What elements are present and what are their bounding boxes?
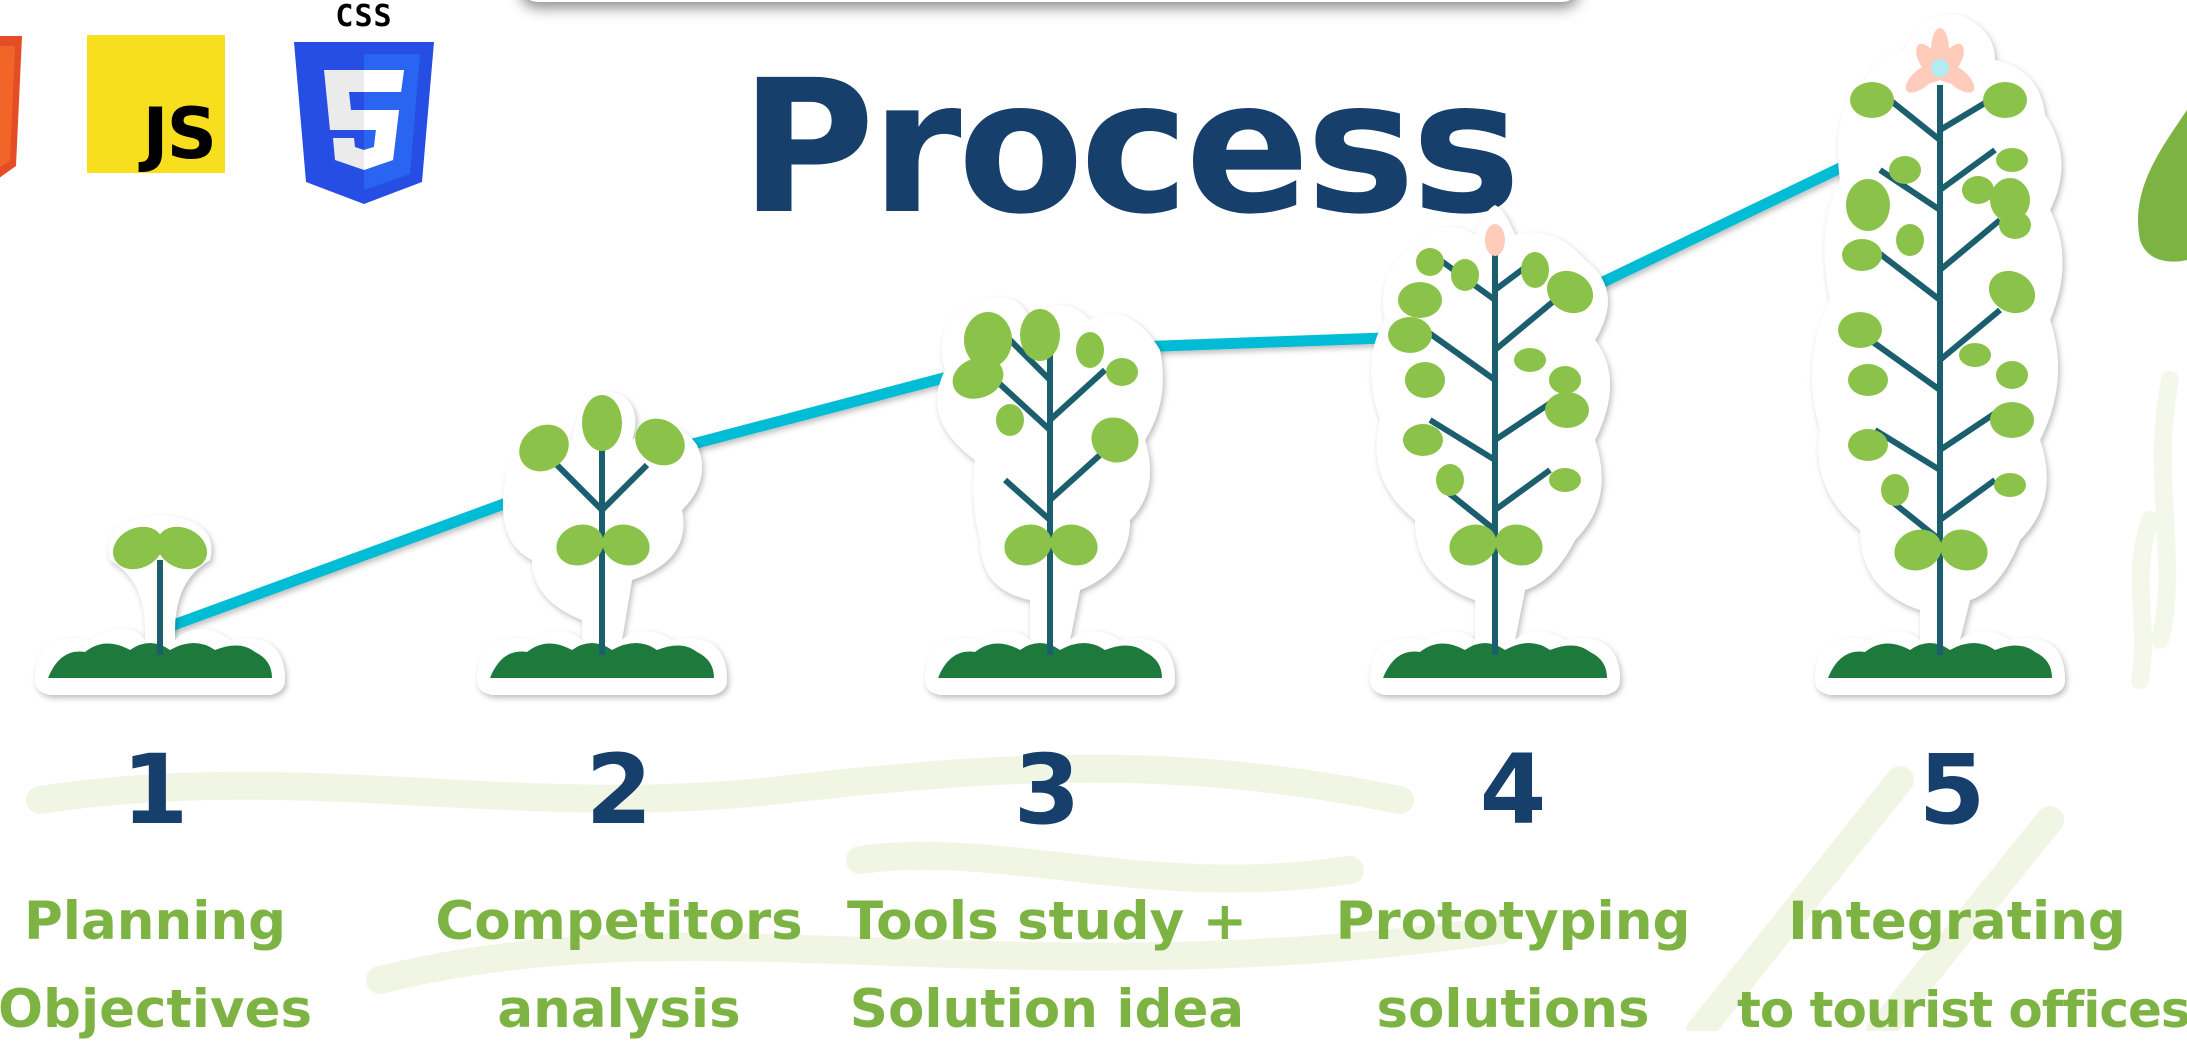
- top-card-edge: [520, 0, 1580, 2]
- step-label-line-1: Tools study +: [846, 891, 1248, 952]
- step-number: 1: [121, 734, 189, 846]
- leaf-decoration-icon: [2138, 110, 2187, 262]
- step-label-line-1: Prototyping: [1335, 891, 1691, 952]
- step-label-line-2: solutions: [1376, 979, 1650, 1040]
- css3-logo-text: CSS: [335, 0, 393, 34]
- css3-shield-icon: [294, 42, 434, 204]
- step-number: 2: [585, 734, 653, 846]
- step-1: 1 Planning Objectives: [0, 742, 375, 1054]
- plant-stage-2-icon: [477, 392, 727, 695]
- step-label-line-2: Objectives: [0, 979, 313, 1040]
- step-number: 4: [1479, 734, 1547, 846]
- step-label-line-1: Integrating: [1788, 891, 2126, 952]
- step-label-line-1: Planning: [23, 891, 287, 952]
- plant-stage-1-icon: [35, 515, 285, 695]
- plant-stage-5-icon: [1812, 14, 2065, 695]
- plant-stage-3-icon: [925, 297, 1175, 695]
- step-label-line-2: to tourist offices: [1737, 981, 2187, 1039]
- step-label-line-1: Competitors: [435, 891, 803, 952]
- step-label-line-2: Solution idea: [849, 979, 1245, 1040]
- step-5: 5 Integrating to tourist offices: [1737, 734, 2187, 1054]
- step-label-line-2: analysis: [497, 979, 741, 1040]
- step-4: 4 Prototyping solutions: [1293, 742, 1733, 1054]
- step-number: 3: [1013, 734, 1081, 846]
- step-2: 2 Competitors analysis: [399, 742, 839, 1054]
- step-number: 5: [1918, 734, 1986, 846]
- background-decoration: [26, 371, 2179, 1031]
- growth-diagram: [35, 14, 2065, 695]
- step-3: 3 Tools study + Solution idea: [827, 742, 1267, 1054]
- javascript-logo-text: JS: [142, 93, 217, 175]
- javascript-logo-icon: JS: [87, 35, 225, 173]
- html5-logo-icon: [0, 36, 22, 178]
- plant-stage-4-icon: [1370, 205, 1620, 695]
- flower-icon: [1905, 28, 1975, 93]
- css3-logo-icon: CSS: [294, 0, 434, 205]
- page-title: Process: [740, 41, 1521, 255]
